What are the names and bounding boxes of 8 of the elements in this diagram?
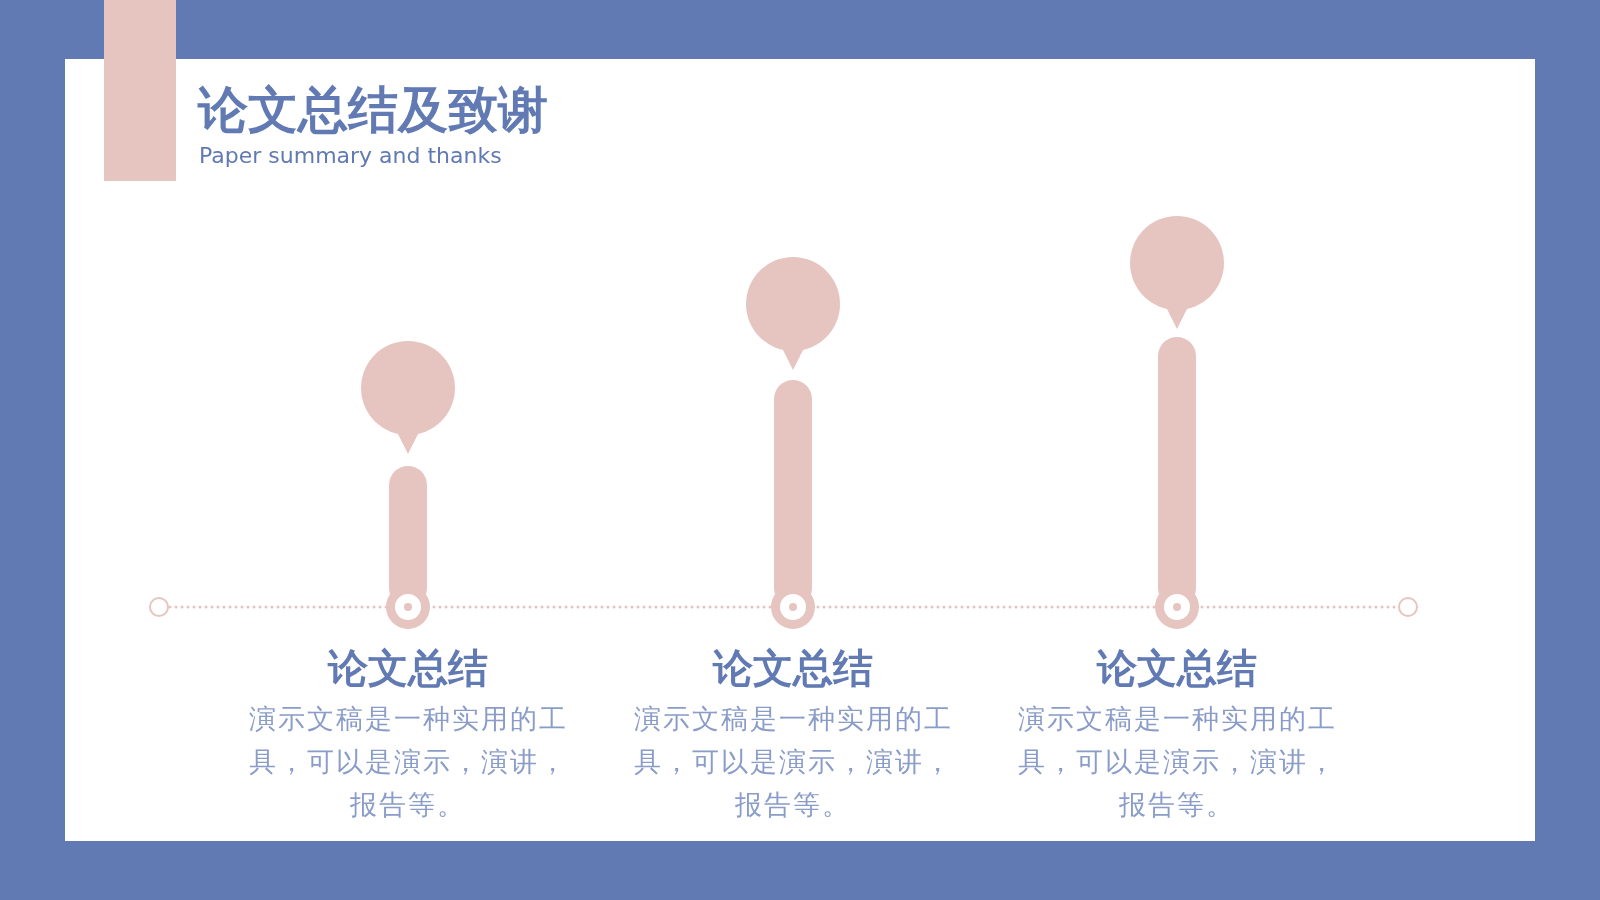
slide-title: 论文总结及致谢 bbox=[198, 80, 548, 140]
slide-subtitle: Paper summary and thanks bbox=[199, 142, 502, 170]
column-description: 演示文稿是一种实用的工具，可以是演示，演讲，报告等。 bbox=[632, 702, 954, 822]
column-heading: 论文总结 bbox=[1095, 644, 1258, 693]
column-heading: 论文总结 bbox=[711, 644, 874, 693]
column-heading: 论文总结 bbox=[326, 644, 489, 693]
column-description: 演示文稿是一种实用的工具，可以是演示，演讲，报告等。 bbox=[247, 702, 569, 822]
column-description: 演示文稿是一种实用的工具，可以是演示，演讲，报告等。 bbox=[1016, 702, 1338, 822]
